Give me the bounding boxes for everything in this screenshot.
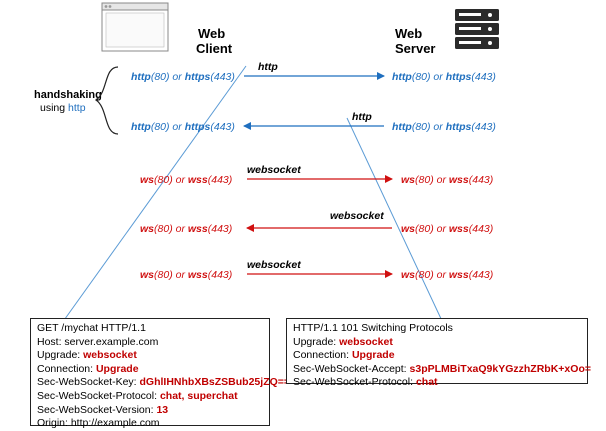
request-line-5: Sec-WebSocket-Key: dGhlIHNhbXBsZSBub25jZ… [37, 376, 291, 389]
right-label-1: http(80) or https(443) [392, 121, 496, 133]
left-label-0: http(80) or https(443) [131, 71, 235, 83]
client-timeline [61, 65, 247, 324]
left-label-2: ws(80) or wss(443) [140, 174, 232, 186]
response-line-2: Upgrade: websocket [293, 335, 393, 348]
response-line-4: Sec-WebSocket-Accept: s3pPLMBiTxaQ9kYGzz… [293, 362, 591, 375]
request-line-7: Sec-WebSocket-Version: 13 [37, 403, 169, 416]
client-title-line1: Web [198, 26, 225, 41]
handshaking-label: handshaking [34, 89, 102, 101]
server-rack-icon [455, 9, 499, 49]
handshaking-brace [94, 66, 119, 135]
arrow-label-websocket-3: websocket [247, 259, 301, 271]
request-line-6: Sec-WebSocket-Protocol: chat, superchat [37, 389, 238, 402]
right-label-2: ws(80) or wss(443) [401, 174, 493, 186]
response-line-1: HTTP/1.1 101 Switching Protocols [293, 322, 453, 334]
right-label-3: ws(80) or wss(443) [401, 223, 493, 235]
server-timeline [346, 117, 444, 324]
handshake-request-box: GET /mychat HTTP/1.1 Host: server.exampl… [30, 318, 291, 429]
request-line-4: Connection: Upgrade [37, 362, 139, 375]
right-label-0: http(80) or https(443) [392, 71, 496, 83]
request-line-3: Upgrade: websocket [37, 349, 137, 362]
client-title-line2: Client [196, 41, 233, 56]
response-line-5: Sec-WebSocket-Protocol: chat [293, 376, 438, 389]
right-label-4: ws(80) or wss(443) [401, 269, 493, 281]
arrow-label-websocket-2: websocket [330, 210, 384, 222]
arrow-label-http-2: http [352, 111, 372, 123]
left-label-1: http(80) or https(443) [131, 121, 235, 133]
server-title-line1: Web [395, 26, 422, 41]
arrow-label-http-1: http [258, 61, 278, 73]
handshaking-using-http: using http [40, 102, 86, 114]
left-label-3: ws(80) or wss(443) [140, 223, 232, 235]
server-title-line2: Server [395, 41, 435, 56]
request-line-8: Origin: http://example.com [37, 417, 160, 430]
arrow-label-websocket-1: websocket [247, 164, 301, 176]
request-line-2: Host: server.example.com [37, 335, 159, 348]
left-label-4: ws(80) or wss(443) [140, 269, 232, 281]
request-line-1: GET /mychat HTTP/1.1 [37, 322, 146, 334]
handshake-response-box: HTTP/1.1 101 Switching Protocols Upgrade… [286, 318, 591, 388]
response-line-3: Connection: Upgrade [293, 349, 395, 362]
browser-window-icon [101, 2, 169, 52]
